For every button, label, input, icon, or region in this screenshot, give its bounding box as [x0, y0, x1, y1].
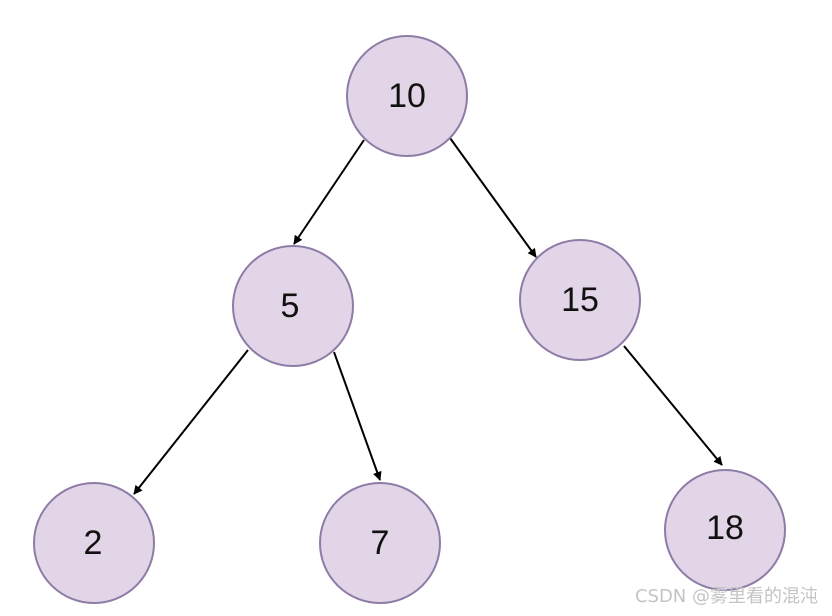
edge-10-to-5: [293, 139, 365, 245]
node-circle: [319, 482, 441, 604]
node-label: 5: [281, 287, 300, 325]
node-label: 18: [706, 509, 744, 547]
edge-arrow: [449, 137, 537, 258]
node-label: 2: [84, 524, 103, 562]
tree-node-5: 5: [232, 245, 354, 367]
tree-node-10: 10: [346, 35, 468, 157]
edge-arrow: [623, 345, 723, 466]
node-circle: [346, 35, 468, 157]
node-label: 15: [561, 281, 599, 319]
node-circle: [519, 239, 641, 361]
edge-5-to-7: [333, 351, 382, 481]
edge-10-to-15: [449, 137, 537, 258]
tree-node-2: 2: [33, 482, 155, 604]
node-circle: [33, 482, 155, 604]
edge-arrow: [293, 139, 365, 245]
edge-arrow: [133, 349, 249, 495]
edge-15-to-18: [623, 345, 723, 466]
tree-node-18: 18: [664, 469, 786, 591]
tree-node-15: 15: [519, 239, 641, 361]
node-label: 10: [388, 77, 426, 115]
tree-node-7: 7: [319, 482, 441, 604]
edge-arrow: [333, 351, 382, 481]
node-circle: [232, 245, 354, 367]
edge-5-to-2: [133, 349, 249, 495]
node-circle: [664, 469, 786, 591]
node-label: 7: [371, 524, 390, 562]
csdn-watermark: CSDN @雾里看的混沌: [634, 586, 818, 607]
